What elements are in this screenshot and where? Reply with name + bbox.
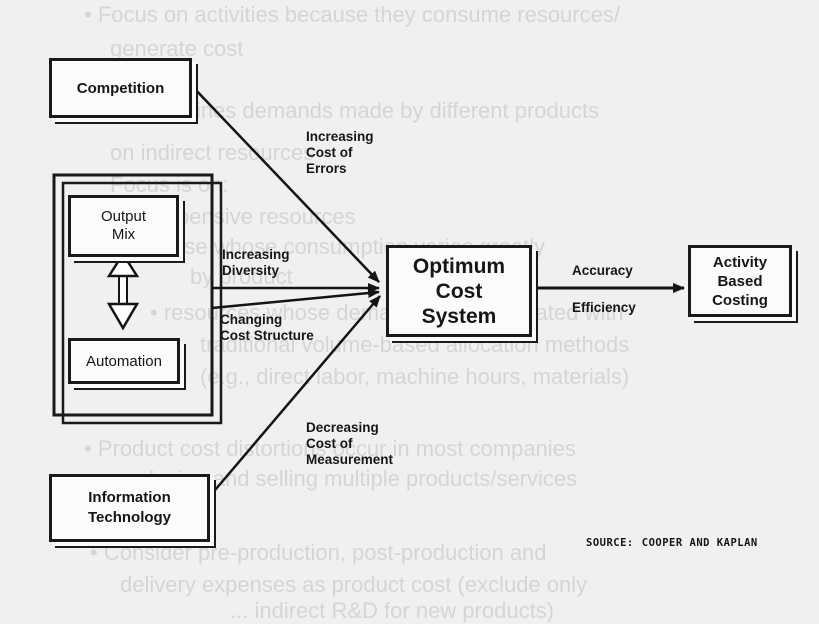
optimum-cost-system-label-line: Cost — [435, 279, 483, 303]
efficiency-label: Efficiency — [572, 300, 636, 316]
arrow-competition-to-system — [191, 85, 380, 283]
information-technology-label-line: Information — [88, 489, 171, 506]
label-line: Changing — [220, 312, 283, 327]
output-mix-label-line: Mix — [111, 226, 136, 243]
label-line: Decreasing — [306, 420, 379, 435]
competition-box: Competition — [49, 58, 192, 118]
source-authors: COOPER AND KAPLAN — [641, 537, 758, 549]
label-line: Cost of — [306, 145, 353, 160]
group-frame-shadow — [61, 181, 223, 425]
optimum-cost-system-label-line: System — [421, 304, 497, 328]
activity-based-costing-label-line: Based — [717, 272, 763, 290]
label-line: Increasing — [222, 247, 290, 262]
accuracy-label: Accuracy — [572, 263, 633, 279]
source-label: SOURCE: — [586, 537, 634, 549]
bleed-line: delivery expenses as product cost (exclu… — [120, 572, 588, 597]
increasing-cost-of-errors-label: Increasing Cost of Errors — [306, 129, 374, 177]
changing-cost-structure-label: Changing Cost Structure — [220, 312, 314, 344]
label-line: Accuracy — [572, 263, 633, 278]
competition-label: Competition — [76, 79, 165, 97]
optimum-cost-system-label-line: Optimum — [412, 254, 506, 278]
automation-box: Automation — [68, 338, 180, 384]
bleed-line: by product — [190, 264, 293, 289]
automation-label: Automation — [86, 352, 162, 370]
bleed-line: • Focus on activities because they consu… — [84, 2, 620, 27]
double-arrow — [106, 251, 140, 331]
increasing-diversity-label: Increasing Diversity — [222, 247, 290, 279]
information-technology-label-line: Technology — [87, 509, 172, 526]
bleed-line: generate cost — [110, 36, 244, 61]
bleed-line: (e.g., direct labor, machine hours, mate… — [200, 364, 630, 389]
arrow-cost-structure-to-system — [211, 288, 380, 310]
source-credit: SOURCE: COOPER AND KAPLAN — [586, 537, 766, 549]
bleed-line: • Consider pre-production, post-producti… — [90, 540, 547, 565]
activity-based-costing-label-line: Costing — [712, 291, 768, 309]
label-line: Measurement — [306, 452, 394, 467]
label-line: Efficiency — [572, 300, 636, 315]
bleed-line: on indirect resources — [110, 140, 315, 165]
output-mix-label-line: Output — [100, 208, 147, 225]
bleed-line: • Product cost distortions occur in most… — [84, 436, 576, 461]
activity-based-costing-box: Activity Based Costing — [688, 245, 792, 317]
label-line: Increasing — [306, 129, 374, 144]
arrow-it-to-system — [209, 295, 381, 497]
activity-based-costing-label-line: Activity — [712, 253, 768, 271]
label-line: Diversity — [222, 263, 280, 278]
group-frame — [52, 173, 214, 417]
label-line: Cost Structure — [220, 328, 314, 343]
decreasing-cost-of-measurement-label: Decreasing Cost of Measurement — [306, 420, 393, 468]
optimum-cost-system-box: Optimum Cost System — [386, 245, 532, 337]
label-line: Errors — [306, 161, 347, 176]
output-mix-box: Output Mix — [68, 195, 179, 257]
label-line: Cost of — [306, 436, 353, 451]
information-technology-box: Information Technology — [49, 474, 210, 542]
